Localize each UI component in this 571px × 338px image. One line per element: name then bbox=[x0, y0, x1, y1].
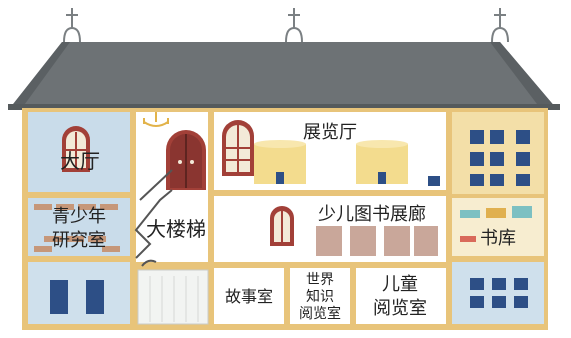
story-room-label: 故事室 bbox=[225, 287, 273, 306]
left-ground-room bbox=[28, 262, 130, 324]
exhibit-plinth bbox=[428, 176, 440, 186]
gallery-window bbox=[270, 206, 294, 246]
ground-window-left-1 bbox=[50, 280, 68, 314]
book-stack-icon bbox=[460, 206, 532, 242]
roof-finial-right bbox=[491, 8, 509, 43]
youth-lab-label-line1: 青少年 bbox=[52, 206, 106, 227]
exhibition-hall-label: 展览厅 bbox=[303, 122, 357, 143]
chandelier-icon bbox=[143, 112, 169, 127]
youth-lab-label-line2: 研究室 bbox=[52, 230, 106, 251]
world-knowledge-label-line3: 阅览室 bbox=[299, 305, 341, 322]
entrance-columns bbox=[149, 276, 199, 322]
arched-door bbox=[166, 130, 206, 190]
staircase-label: 大楼梯 bbox=[146, 217, 206, 241]
world-knowledge-room bbox=[290, 268, 350, 324]
right-ground-windows bbox=[470, 278, 528, 308]
lobby-window bbox=[62, 126, 90, 172]
kids-reading-room bbox=[356, 268, 446, 324]
exhibition-window bbox=[222, 120, 254, 176]
roof-finial-center bbox=[285, 8, 303, 43]
display-case-1 bbox=[254, 140, 306, 184]
bookstore-label: 书库 bbox=[480, 228, 516, 249]
roof bbox=[8, 42, 560, 110]
right-upper-windows bbox=[470, 130, 530, 186]
right-ground-room bbox=[452, 262, 544, 324]
lobby-label: 大厅 bbox=[60, 149, 100, 173]
bookshelves-icon bbox=[316, 226, 438, 256]
kids-reading-label-line1: 儿童 bbox=[382, 274, 418, 295]
world-knowledge-label-line1: 世界 bbox=[306, 272, 334, 288]
kids-gallery-label: 少儿图书展廊 bbox=[318, 204, 426, 225]
brick-wall-pattern bbox=[34, 204, 120, 252]
kids-reading-label-line2: 阅览室 bbox=[373, 298, 427, 319]
staircase-railing bbox=[134, 169, 173, 267]
display-case-2 bbox=[356, 140, 408, 184]
roof-finial-left bbox=[63, 8, 81, 43]
world-knowledge-label-line2: 知识 bbox=[306, 288, 334, 305]
story-room bbox=[214, 268, 284, 324]
ground-window-left-2 bbox=[86, 280, 104, 314]
